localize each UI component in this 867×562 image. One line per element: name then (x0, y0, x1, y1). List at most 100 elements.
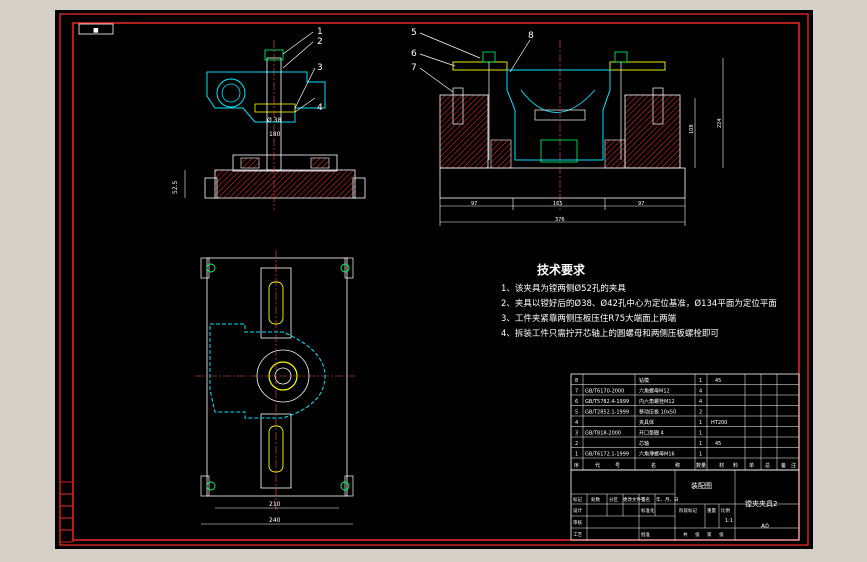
leader-7: 7 (411, 63, 417, 73)
leader-2: 2 (317, 37, 323, 47)
side-dim-h-inner: 108 (689, 124, 695, 134)
bom-name-6: 芯轴 (639, 440, 649, 447)
tb-label-10: 阶段标记 (679, 507, 697, 514)
title-sheet-code: A0 (761, 523, 769, 530)
front-base (214, 169, 356, 199)
leader-1: 1 (317, 27, 323, 37)
tb-label-11: 重量 (707, 507, 716, 514)
side-dim-left: 97 (471, 201, 477, 207)
bom-hdr-4: 名 (651, 462, 656, 469)
tb-label-3: 更改文件号 (623, 496, 646, 503)
bom-name-3: 移动压板 10x50 (639, 409, 676, 416)
tech-requirements: 技术要求 1、该夹具为镗两侧Ø52孔的夹具 2、夹具以镗好后的Ø38、Ø42孔中… (501, 262, 777, 339)
bom-no-3: 5 (575, 410, 578, 416)
tb-label-13: 共 (683, 531, 688, 538)
tb-label-7: 审核 (573, 519, 582, 526)
front-dim-height: 52.5 (172, 180, 179, 194)
bom-code-1: GB/T6170-2000 (585, 389, 624, 395)
bom-code-7: GB/T6172.1-1999 (585, 452, 629, 458)
tech-item-3: 3、工件夹紧靠两侧压板压住R75大端面上两端 (501, 313, 677, 324)
bom-hdr-12: 注 (791, 462, 796, 469)
bom-name-2: 内六角螺栓M12 (639, 398, 675, 405)
bom-hdr-5: 称 (675, 462, 680, 469)
bom-table: 8 钻模 1 45 7 GB/T6170-2000 六角螺母M12 4 6 GB… (570, 373, 800, 471)
bom-no-4: 4 (575, 420, 578, 426)
bom-name-7: 六角薄螺母M16 (639, 451, 675, 458)
tb-label-17: 标准化 (641, 507, 655, 514)
bom-qty-6: 1 (699, 441, 702, 447)
bom-code-2: GB/T5782.4-1999 (585, 399, 629, 405)
leader-6: 6 (411, 49, 417, 59)
side-dim-total: 376 (555, 217, 565, 223)
bom-hdr-10: 总 (765, 462, 770, 469)
tb-label-1: 处数 (591, 496, 600, 503)
tb-label-16: 张 (719, 531, 724, 538)
bom-qty-7: 1 (699, 452, 702, 458)
bom-hdr-6: 数量 (696, 462, 706, 469)
tech-item-2: 2、夹具以镗好后的Ø38、Ø42孔中心为定位基准，Ø134平面为定位平面 (501, 298, 777, 309)
tb-label-15: 第 (707, 531, 712, 538)
inner-border (72, 22, 800, 541)
leader-4: 4 (317, 103, 323, 113)
front-base-right-lug (352, 177, 366, 199)
tb-label-12: 比例 (721, 507, 730, 514)
front-dim-span: 180 (269, 131, 281, 138)
outer-border (59, 13, 809, 546)
bom-qty-4: 1 (699, 420, 702, 426)
bom-qty-1: 4 (699, 389, 702, 395)
bom-no-1: 7 (575, 389, 578, 395)
bom-code-5: GB/T818-2000 (585, 431, 621, 437)
side-workpiece (506, 69, 611, 161)
leader-5: 5 (411, 28, 417, 38)
bom-no-5: 3 (575, 431, 578, 437)
tb-label-5: 年、月、日 (656, 496, 679, 503)
tb-label-0: 标记 (573, 496, 582, 503)
bom-name-4: 夹具体 (639, 419, 654, 426)
side-left-block (439, 94, 489, 169)
title-block: 装配图 镗夹夹具2 1:1 A0 标记 处数 分区 更改文件号 签名 年、月、日… (570, 469, 800, 541)
plan-view: 210 240 (195, 250, 355, 525)
cad-assembly-drawing: ■ (59, 13, 809, 546)
bom-name-5: 开口垫圈 4 (639, 430, 664, 437)
bom-no-2: 6 (575, 399, 578, 405)
front-view: 1 2 3 4 Ø 38 180 52.5 (172, 27, 366, 210)
bom-hdr-8: 料 (733, 462, 738, 469)
bom-mat-6: 45 (715, 441, 721, 447)
side-right-block (624, 94, 681, 169)
tb-label-4: 签名 (641, 496, 650, 503)
bom-mat-0: 45 (715, 378, 721, 384)
front-workpiece (206, 71, 326, 123)
drawing-canvas[interactable]: ■ (55, 10, 813, 549)
tech-item-4: 4、拆装工件只需拧开芯轴上的圆螺母和两侧压板螺栓即可 (501, 328, 719, 339)
side-dim-mid: 165 (553, 201, 563, 207)
tech-item-1: 1、该夹具为镗两侧Ø52孔的夹具 (501, 283, 626, 294)
bom-no-6: 2 (575, 441, 578, 447)
left-margin-boxes (59, 481, 74, 543)
side-dim-h-outer: 224 (717, 118, 723, 128)
tb-label-9: 批准 (641, 531, 650, 538)
plan-dim-inner: 210 (269, 501, 281, 508)
side-mandrel-nut (540, 139, 578, 163)
bom-code-3: GB/T2852.1-1999 (585, 410, 629, 416)
code-box-text: ■ (93, 27, 99, 34)
leader-8: 8 (528, 31, 534, 41)
plan-body (206, 257, 348, 497)
bom-qty-2: 4 (699, 399, 702, 405)
side-base (439, 167, 686, 199)
bom-hdr-7: 材 (719, 462, 724, 469)
bom-qty-0: 1 (699, 378, 702, 384)
title-drawing-type: 装配图 (691, 481, 712, 490)
title-scale: 1:1 (725, 518, 733, 524)
tech-title: 技术要求 (537, 262, 586, 277)
front-washer (254, 103, 296, 113)
front-workpiece-bore (216, 78, 246, 108)
side-view: 5 6 7 8 97 165 97 376 108 224 (411, 28, 724, 226)
bom-hdr-0: 序 (574, 462, 579, 469)
bom-qty-3: 2 (699, 410, 702, 416)
side-left-clamp (452, 61, 508, 71)
bom-no-7: 1 (575, 452, 578, 458)
tb-label-6: 设计 (573, 507, 582, 514)
bom-qty-5: 1 (699, 431, 702, 437)
title-drawing-name: 镗夹夹具2 (745, 499, 777, 508)
bom-name-0: 钻模 (639, 377, 649, 384)
